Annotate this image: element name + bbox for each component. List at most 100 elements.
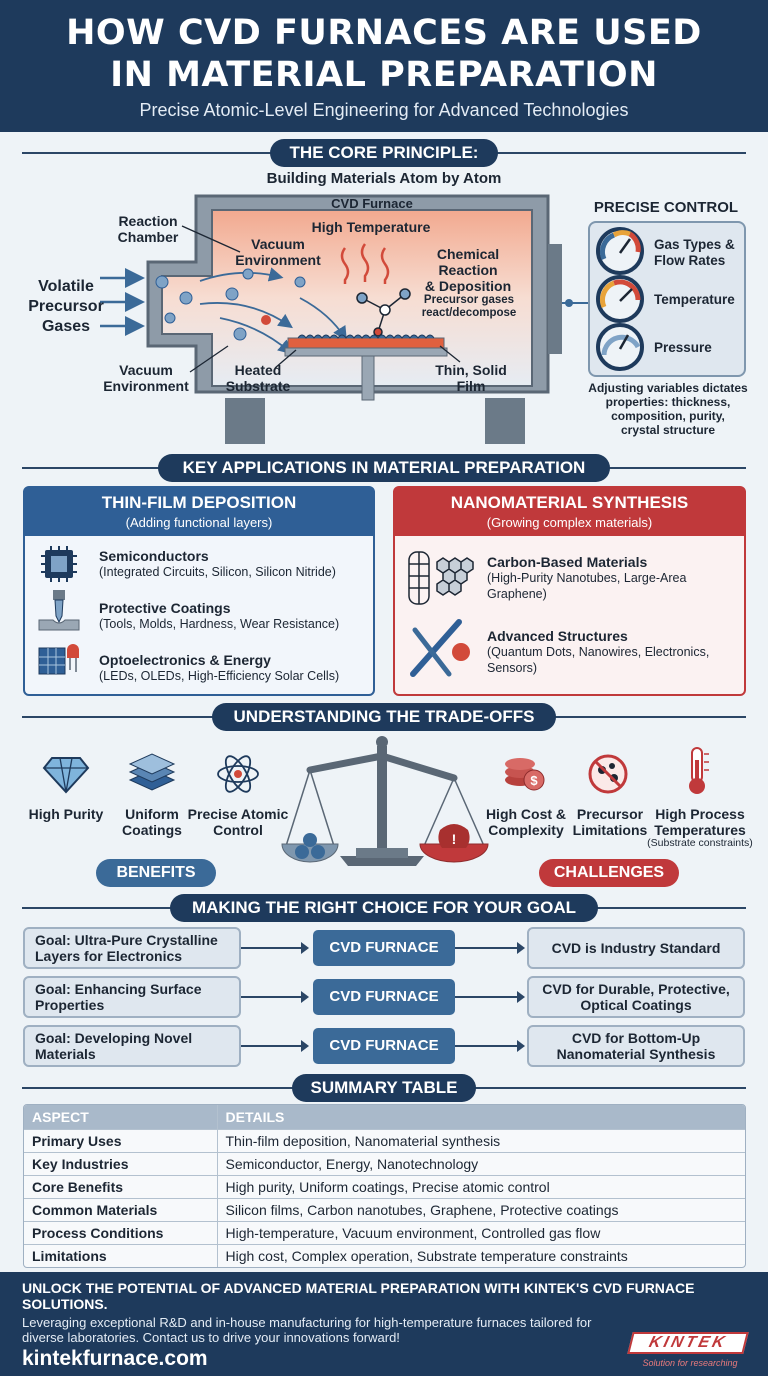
arrowhead bbox=[301, 991, 309, 1003]
table-cell: Thin-film deposition, Nanomaterial synth… bbox=[217, 1129, 745, 1153]
cvd-furnace-box: CVD FURNACE bbox=[313, 979, 455, 1015]
page-subtitle: Precise Atomic-Level Engineering for Adv… bbox=[139, 100, 629, 120]
result-box: CVD for Bottom-Up Nanomaterial Synthesis bbox=[527, 1025, 745, 1067]
item-title: Protective Coatings bbox=[99, 600, 231, 616]
nanomaterial-panel: NANOMATERIAL SYNTHESIS (Growing complex … bbox=[393, 486, 746, 696]
furnace-leg bbox=[485, 398, 525, 444]
solar-led-icon bbox=[38, 644, 79, 675]
footer-url-link[interactable]: kintekfurnace.com bbox=[22, 1347, 208, 1370]
label-pointers bbox=[181, 225, 461, 373]
benefit-uniform: Uniform Coatings bbox=[122, 806, 182, 838]
furnace-leg bbox=[225, 398, 265, 444]
table-cell: High-temperature, Vacuum environment, Co… bbox=[217, 1221, 745, 1245]
challenge-note: (Substrate constraints) bbox=[647, 837, 753, 849]
tradeoff-graphics: ! $ bbox=[42, 736, 709, 866]
chemical-reaction-note: Precursor gases react/decompose bbox=[421, 294, 517, 319]
heated-substrate bbox=[287, 337, 445, 349]
thin-film-item: Optoelectronics & Energy (LEDs, OLEDs, H… bbox=[99, 652, 369, 684]
nano-item: Advanced Structures (Quantum Dots, Nanow… bbox=[487, 628, 743, 676]
atom-icon bbox=[217, 755, 259, 793]
arrow bbox=[455, 947, 519, 949]
arrowhead bbox=[301, 1040, 309, 1052]
thermometer-icon bbox=[689, 747, 709, 794]
vacuum-environment-bottom-label: Vacuum Environment bbox=[103, 362, 189, 394]
challenge-cost: High Cost & Complexity bbox=[485, 806, 567, 838]
arrowhead bbox=[301, 942, 309, 954]
item-title: Optoelectronics & Energy bbox=[99, 652, 271, 668]
gas-flow-gauge-icon bbox=[596, 227, 644, 275]
table-header-row: ASPECT DETAILS bbox=[24, 1105, 745, 1130]
layers-icon bbox=[128, 753, 176, 791]
table-cell: High purity, Uniform coatings, Precise a… bbox=[217, 1175, 745, 1199]
kintek-logo: KINTEK bbox=[627, 1332, 749, 1354]
result-box: CVD for Durable, Protective, Optical Coa… bbox=[527, 976, 745, 1018]
core-subheading: Building Materials Atom by Atom bbox=[266, 170, 502, 187]
benefits-label: BENEFITS bbox=[96, 859, 216, 887]
column-header-details: DETAILS bbox=[217, 1105, 745, 1130]
footer-body: Leveraging exceptional R&D and in-house … bbox=[22, 1315, 592, 1345]
balance-scale-icon: ! bbox=[281, 736, 489, 866]
arrowhead bbox=[517, 991, 525, 1003]
item-subtitle: (High-Purity Nanotubes, Large-Area Graph… bbox=[487, 571, 687, 601]
chip-icon bbox=[41, 546, 77, 582]
thin-film-item: Protective Coatings (Tools, Molds, Hardn… bbox=[99, 600, 369, 632]
thin-film bbox=[297, 334, 435, 339]
svg-text:!: ! bbox=[452, 831, 457, 847]
chemical-reaction-label: Chemical Reaction & Deposition bbox=[424, 246, 512, 294]
substrate-stand bbox=[361, 355, 375, 401]
thin-film-subtitle: (Adding functional layers) bbox=[125, 515, 273, 530]
table-cell: High cost, Complex operation, Substrate … bbox=[225, 1247, 628, 1264]
thin-film-panel: THIN-FILM DEPOSITION (Adding functional … bbox=[23, 486, 375, 696]
column-header-aspect: ASPECT bbox=[24, 1105, 218, 1130]
arrow bbox=[241, 1045, 307, 1047]
item-title: Semiconductors bbox=[99, 548, 209, 564]
reaction-chamber-label: Reaction Chamber bbox=[117, 213, 179, 245]
item-subtitle: (Quantum Dots, Nanowires, Electronics, S… bbox=[487, 645, 710, 675]
nano-subtitle: (Growing complex materials) bbox=[486, 515, 653, 530]
precise-control-heading: PRECISE CONTROL bbox=[593, 199, 739, 216]
table-cell: Core Benefits bbox=[24, 1175, 218, 1199]
high-temperature-label: High Temperature bbox=[311, 219, 431, 235]
flow-streams bbox=[199, 267, 347, 355]
choice-heading: MAKING THE RIGHT CHOICE FOR YOUR GOAL bbox=[170, 894, 598, 922]
table-cell: Silicon films, Carbon nanotubes, Graphen… bbox=[217, 1198, 745, 1222]
gauge-set bbox=[596, 227, 644, 371]
reaction-molecule-icon bbox=[356, 288, 411, 337]
table-cell: Key Industries bbox=[24, 1152, 218, 1176]
nanotube-graphene-icon bbox=[408, 551, 474, 605]
heated-substrate-label: Heated Substrate bbox=[225, 362, 291, 394]
thin-film-title: THIN-FILM DEPOSITION bbox=[101, 493, 297, 512]
tradeoffs-heading: UNDERSTANDING THE TRADE-OFFS bbox=[212, 703, 556, 731]
nanowire-quantum-dot-icon bbox=[410, 619, 470, 677]
thin-film-label: Thin, Solid Film bbox=[435, 362, 507, 394]
table-cell: Primary Uses bbox=[24, 1129, 218, 1153]
no-precursor-icon bbox=[588, 754, 628, 794]
precursor-gases-label: Volatile Precursor Gases bbox=[28, 278, 104, 335]
goal-box: Goal: Enhancing Surface Properties bbox=[23, 976, 241, 1018]
challenge-precursor: Precursor Limitations bbox=[572, 806, 648, 838]
goal-box: Goal: Developing Novel Materials bbox=[23, 1025, 241, 1067]
arrow bbox=[455, 996, 519, 998]
svg-text:$: $ bbox=[530, 773, 538, 788]
connector-dot bbox=[565, 299, 573, 307]
nano-item: Carbon-Based Materials (High-Purity Nano… bbox=[487, 554, 743, 602]
vacuum-environment-top-label: Vacuum Environment bbox=[235, 236, 321, 268]
table-cell: Common Materials bbox=[24, 1198, 218, 1222]
arrow bbox=[241, 996, 307, 998]
control-item-temperature: Temperature bbox=[654, 292, 735, 307]
furnace-door bbox=[548, 244, 562, 354]
thin-film-item: Semiconductors (Integrated Circuits, Sil… bbox=[99, 548, 369, 580]
applications-heading: KEY APPLICATIONS IN MATERIAL PREPARATION bbox=[158, 454, 610, 482]
diamond-icon bbox=[42, 757, 90, 794]
furnace-label: CVD Furnace bbox=[331, 196, 413, 211]
challenges-label: CHALLENGES bbox=[539, 859, 679, 887]
item-subtitle: (Integrated Circuits, Silicon, Silicon N… bbox=[99, 565, 336, 579]
item-title: Carbon-Based Materials bbox=[487, 554, 648, 570]
